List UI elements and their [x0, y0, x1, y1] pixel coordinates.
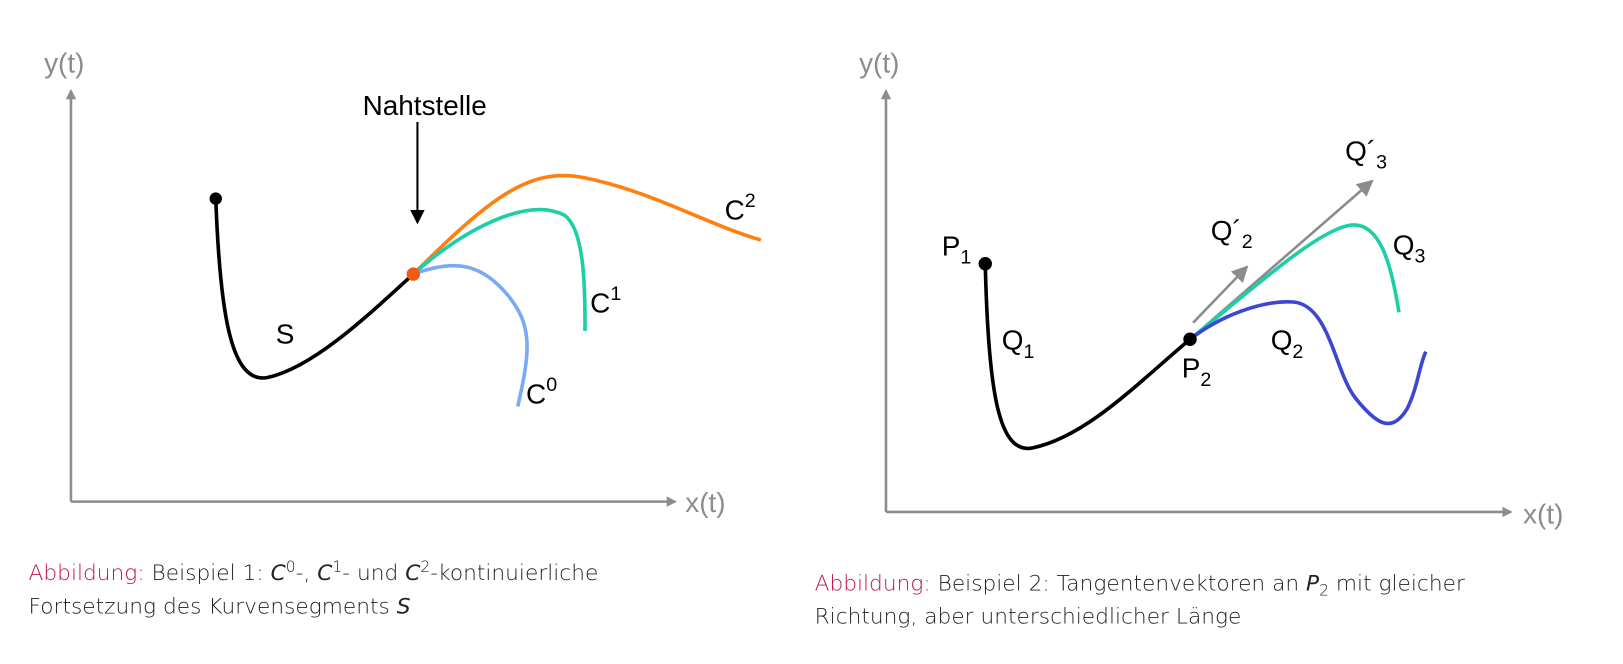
label-q2-prime: Q´2	[1211, 215, 1253, 253]
segment-s	[213, 198, 415, 380]
label-q3: Q3	[1393, 229, 1426, 267]
label-q3-prime: Q´3	[1345, 135, 1387, 173]
curve-c2	[412, 173, 762, 276]
label-c1: C1	[590, 283, 621, 318]
label-q1: Q1	[1002, 325, 1035, 363]
curve-c0	[412, 263, 529, 407]
curve-q1	[983, 263, 1192, 451]
label-c2: C2	[725, 190, 756, 225]
label-q2: Q2	[1271, 325, 1304, 363]
start-point	[209, 192, 222, 205]
label-p1: P1	[942, 230, 972, 268]
x-axis-label: x(t)	[685, 487, 725, 518]
label-s: S	[276, 318, 295, 349]
curve-q3	[1188, 223, 1401, 341]
point-p1	[978, 257, 992, 271]
right-caption-line1: Abbildung: Beispiel 2: Tangentenvektoren…	[815, 572, 1465, 600]
left-caption-line1: Abbildung: Beispiel 1: C0-, C1- und C2-k…	[29, 558, 599, 586]
seam-label: Nahtstelle	[363, 90, 487, 121]
y-axis-label: y(t)	[44, 47, 84, 78]
x-axis-label: x(t)	[1523, 498, 1563, 529]
curve-q2	[1188, 300, 1428, 426]
right-caption-line2: Richtung, aber unterschiedlicher Länge	[815, 605, 1242, 630]
point-p2	[1183, 332, 1197, 346]
seam-point	[406, 267, 421, 281]
left-caption-line2: Fortsetzung des Kurvensegments S	[29, 594, 411, 619]
left-diagram: y(t) x(t) Nahtstelle S C0 C1 C2 Abbildun…	[29, 47, 762, 619]
y-axis-label: y(t)	[859, 47, 899, 78]
label-c0: C0	[526, 374, 557, 409]
right-diagram: y(t) x(t) P1 P2 Q1 Q2 Q3 Q´2 Q´3 Abbildu…	[815, 47, 1564, 629]
label-p2: P2	[1182, 353, 1212, 391]
curve-c1	[412, 207, 587, 331]
tangent-q2-arrow	[1192, 265, 1249, 324]
